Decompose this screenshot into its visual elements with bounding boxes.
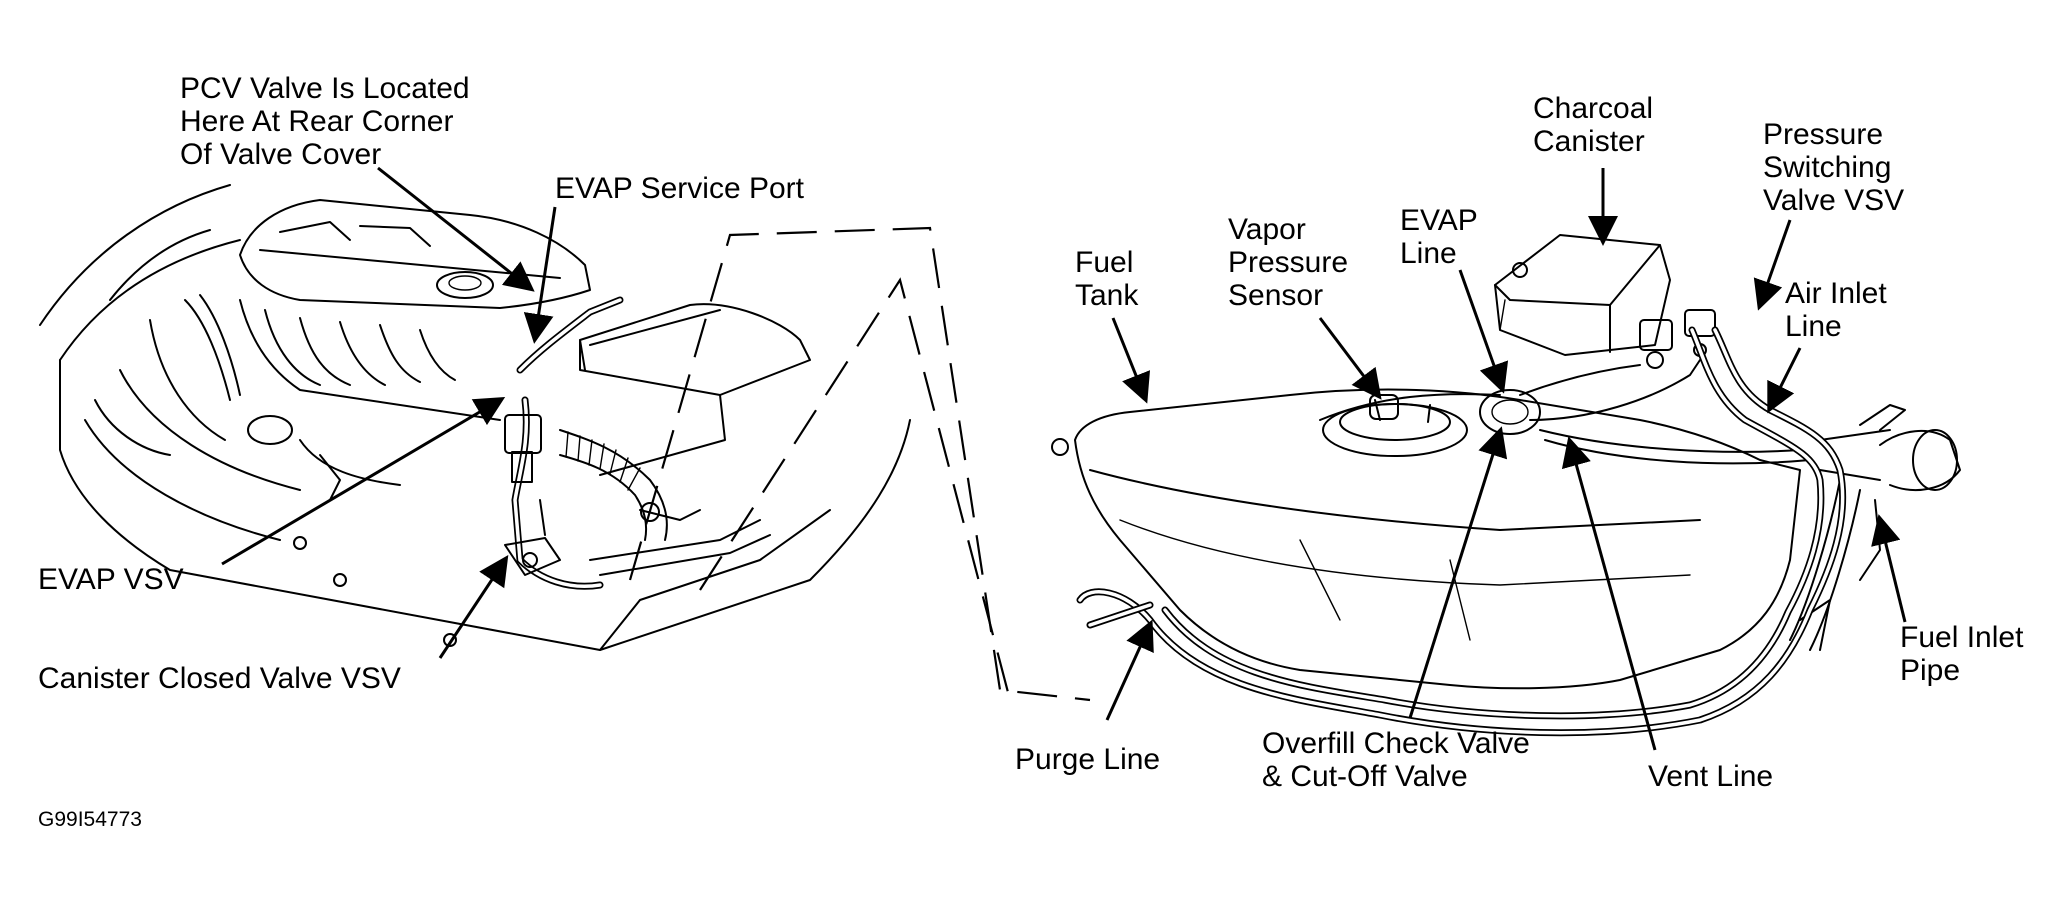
- arrow-overfill-check-valve: [1408, 426, 1508, 719]
- label-evap-service-port: EVAP Service Port: [555, 172, 804, 205]
- label-fuel-tank: Fuel Tank: [1075, 246, 1139, 312]
- arrow-purge-line: [1105, 619, 1154, 721]
- arrow-pcv-valve: [377, 166, 535, 292]
- arrow-fuel-inlet-pipe: [1871, 514, 1907, 623]
- label-pcv-valve: PCV Valve Is Located Here At Rear Corner…: [180, 72, 470, 171]
- arrow-evap-line: [1458, 269, 1509, 394]
- figure-id: G99I54773: [38, 808, 142, 831]
- label-vapor-pressure-sensor: Vapor Pressure Sensor: [1228, 213, 1349, 312]
- label-canister-closed-valve: Canister Closed Valve VSV: [38, 662, 401, 695]
- connector-dashed-lines: [628, 226, 1091, 702]
- arrow-air-inlet-line: [1767, 347, 1802, 414]
- arrow-pressure-switching-valve: [1753, 219, 1792, 311]
- arrow-evap-service-port: [523, 206, 557, 344]
- arrow-fuel-tank: [1111, 317, 1151, 404]
- label-pressure-switching-valve: Pressure Switching Valve VSV: [1763, 118, 1905, 217]
- label-fuel-inlet-pipe: Fuel Inlet Pipe: [1900, 621, 2024, 687]
- label-evap-line: EVAP Line: [1400, 204, 1478, 270]
- label-charcoal-canister: Charcoal Canister: [1533, 92, 1654, 158]
- engine-compartment-drawing: [39, 184, 911, 651]
- label-air-inlet-line: Air Inlet Line: [1785, 277, 1887, 343]
- label-evap-vsv: EVAP VSV: [38, 563, 184, 596]
- label-purge-line: Purge Line: [1015, 743, 1161, 776]
- leader-arrows: [221, 166, 1907, 751]
- arrow-canister-closed-valve: [438, 554, 509, 659]
- arrow-evap-vsv: [221, 396, 506, 566]
- label-vent-line: Vent Line: [1648, 760, 1774, 793]
- arrow-vapor-pressure-sensor: [1318, 317, 1382, 400]
- label-overfill-check-valve: Overfill Check Valve & Cut-Off Valve: [1262, 727, 1530, 793]
- arrow-vent-line: [1561, 436, 1657, 751]
